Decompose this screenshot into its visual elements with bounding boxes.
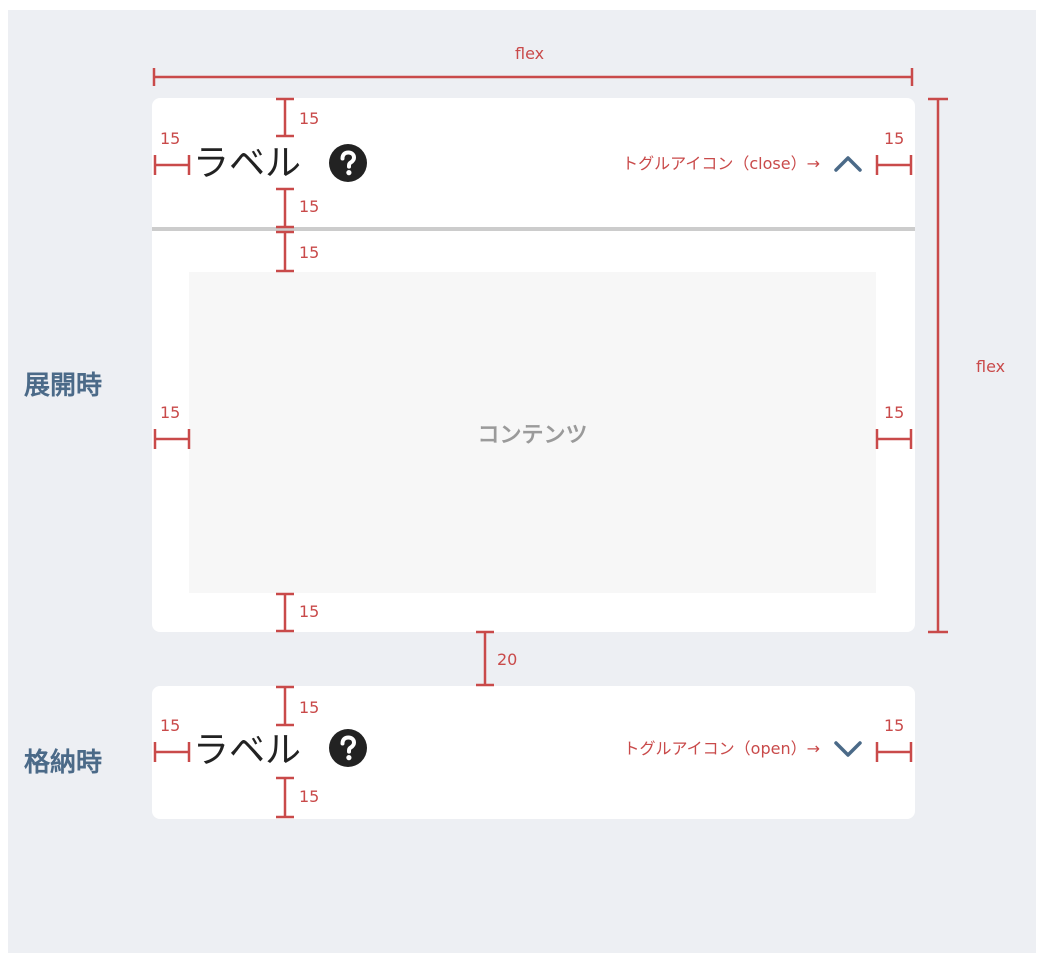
flex-height-label: flex xyxy=(976,357,1006,376)
content-top-label: 15 xyxy=(299,243,320,262)
header-right-label: 15 xyxy=(884,129,905,148)
collapsed-header-label: ラベル xyxy=(193,730,302,771)
collapsed-side-label: 格納時 xyxy=(24,748,103,778)
collapsed-right-label: 15 xyxy=(884,716,905,735)
gap-label: 20 xyxy=(497,650,518,669)
chevron-up-icon[interactable] xyxy=(833,153,863,173)
header-bottom-label: 15 xyxy=(299,197,320,216)
content-right-label: 15 xyxy=(884,403,905,422)
collapsed-top-label: 15 xyxy=(299,698,320,717)
expanded-header-label: ラベル xyxy=(193,143,302,184)
question-circle-icon[interactable] xyxy=(328,143,368,183)
expanded-side-label: 展開時 xyxy=(24,371,103,401)
header-left-label: 15 xyxy=(160,129,181,148)
collapsed-toggle-note: トグルアイコン（open）→ xyxy=(623,739,820,758)
expanded-toggle-note: トグルアイコン（close）→ xyxy=(622,154,820,173)
content-label: コンテンツ xyxy=(477,422,588,448)
content-left-label: 15 xyxy=(160,403,181,422)
content-area: コンテンツ xyxy=(189,272,876,593)
collapsed-bottom-label: 15 xyxy=(299,787,320,806)
header-divider xyxy=(152,227,915,231)
collapsed-card xyxy=(152,686,915,819)
chevron-down-icon[interactable] xyxy=(833,739,863,759)
content-bottom-label: 15 xyxy=(299,602,320,621)
question-circle-icon[interactable] xyxy=(328,728,368,768)
header-top-label: 15 xyxy=(299,109,320,128)
collapsed-left-label: 15 xyxy=(160,716,181,735)
flex-width-label: flex xyxy=(515,44,545,63)
